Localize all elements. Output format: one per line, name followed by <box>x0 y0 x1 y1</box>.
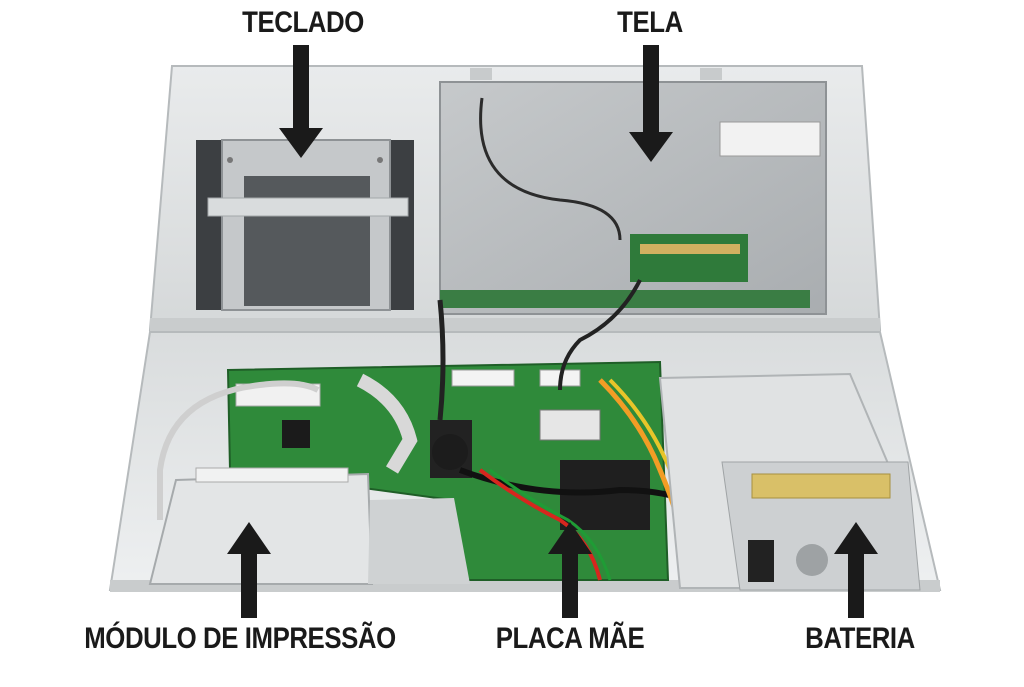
label-tela: TELA <box>617 6 683 39</box>
print-module <box>148 467 470 585</box>
label-placa-mae: PLACA MÃE <box>495 622 645 655</box>
label-modulo-impressao: MÓDULO DE IMPRESSÃO <box>84 622 396 655</box>
keyboard-module <box>196 139 414 311</box>
screen-module <box>439 81 827 315</box>
arrow-teclado <box>279 45 323 158</box>
arrow-tela <box>629 45 673 162</box>
arrow-modulo <box>227 522 271 618</box>
label-teclado: TECLADO <box>242 6 364 39</box>
label-bateria: BATERIA <box>805 622 915 655</box>
arrow-bateria <box>834 522 878 618</box>
arrow-placa <box>548 522 592 618</box>
motherboard <box>226 360 670 581</box>
